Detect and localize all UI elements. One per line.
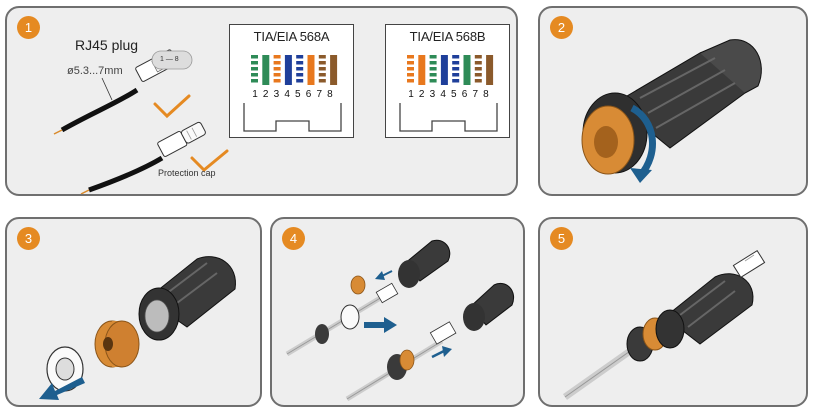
checkmark-icon — [190, 149, 229, 173]
pin-number: 5 — [295, 89, 301, 100]
pin-number: 4 — [440, 89, 446, 100]
wire-strip — [440, 55, 448, 85]
pin-number: 3 — [429, 89, 436, 100]
socket-wiring — [243, 55, 342, 132]
step-5-panel: 5 — [538, 217, 808, 407]
wire-strip — [418, 55, 426, 85]
protection-cap-label: Protection cap — [158, 168, 216, 178]
step-3-panel: 3 — [5, 217, 262, 407]
step-1-panel: 1 RJ45 plug ø — [5, 6, 518, 196]
tia-568a-diagram: TIA/EIA 568A 1 2 3 4 5 6 7 8 — [229, 24, 354, 138]
rotate-arrow-icon — [630, 104, 656, 179]
wire-strip — [284, 55, 292, 85]
pin-number: 7 — [472, 89, 478, 100]
pin-number: 8 — [327, 89, 333, 100]
step-2-panel: 2 — [538, 6, 808, 196]
pin-number: 6 — [305, 89, 312, 100]
standard-title: TIA/EIA 568B — [409, 29, 486, 44]
connector-tighten-illustration — [581, 39, 762, 183]
wire-tag — [151, 50, 193, 70]
step-4-panel: 4 — [270, 217, 525, 407]
cable-illustration — [53, 49, 229, 194]
cable-diameter-label: ø5.3...7mm — [67, 65, 123, 77]
wire-tag-label: 1 — 8 — [160, 56, 179, 63]
wire-strip — [330, 55, 338, 85]
move-arrow-icon — [364, 317, 397, 333]
pin-number: 6 — [461, 89, 468, 100]
pin-number: 2 — [418, 89, 425, 100]
standard-title: TIA/EIA 568A — [253, 29, 330, 44]
pin-number: 5 — [451, 89, 457, 100]
assembled-connector-illustration — [562, 249, 766, 400]
checkmark-icon — [153, 94, 191, 119]
pin-number: 3 — [273, 89, 280, 100]
pin-number: 1 — [408, 89, 414, 100]
move-arrow-icon — [39, 377, 85, 400]
threading-illustration — [285, 239, 514, 402]
rj45-plug-with-cap — [157, 121, 206, 157]
wire-strip — [486, 55, 494, 85]
pin-number: 1 — [252, 89, 258, 100]
pin-numbers: 1 2 3 4 5 6 7 8 — [250, 89, 335, 100]
pin-numbers: 1 2 3 4 5 6 7 8 — [406, 89, 491, 100]
pin-number: 8 — [483, 89, 489, 100]
pin-number: 2 — [262, 89, 269, 100]
disassembly-illustration — [39, 256, 236, 400]
pin-number: 4 — [284, 89, 290, 100]
socket-wiring — [399, 55, 498, 132]
step-number-badge: 4 — [282, 227, 305, 250]
pin-number: 7 — [316, 89, 322, 100]
step-number-badge: 3 — [17, 227, 40, 250]
step-number-badge: 5 — [550, 227, 573, 250]
wire-strip — [463, 55, 471, 85]
rj45-plug-label: RJ45 plug — [75, 37, 139, 53]
wire-strip — [262, 55, 270, 85]
step-number-badge: 2 — [550, 16, 573, 39]
step-number-badge: 1 — [17, 16, 40, 39]
tia-568b-diagram: TIA/EIA 568B 1 2 3 4 5 6 7 8 — [385, 24, 510, 138]
wire-strip — [307, 55, 315, 85]
